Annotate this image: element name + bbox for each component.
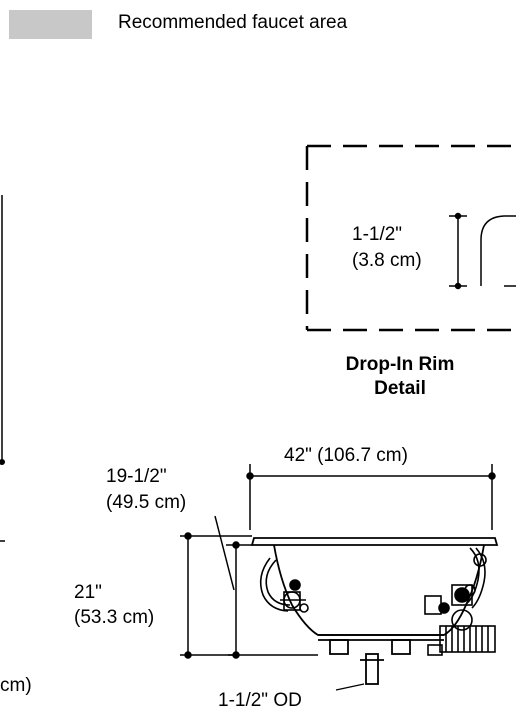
rim-height-in: 1-1/2" xyxy=(352,224,403,245)
od-leader-line xyxy=(335,683,365,691)
rim-height-dimension xyxy=(449,212,467,290)
rim-profile xyxy=(480,215,516,287)
cut-off-label: cm) xyxy=(0,675,32,696)
height-cm-label: (53.3 cm) xyxy=(74,607,155,628)
width-label: 42" (106.7 cm) xyxy=(284,445,408,466)
rim-detail-box xyxy=(305,144,516,332)
height-dimension xyxy=(180,532,252,659)
depth-in-label: 19-1/2" xyxy=(106,466,167,487)
tub-body xyxy=(250,537,499,685)
left-pump-assembly xyxy=(259,557,309,613)
drain-od-label: 1-1/2" OD xyxy=(218,690,302,711)
width-dimension xyxy=(246,464,496,530)
left-view-dimension-dot xyxy=(0,459,5,465)
rim-detail-title-2: Detail xyxy=(374,378,426,399)
faucet-area-swatch xyxy=(9,10,92,39)
right-pump-assembly xyxy=(424,547,496,656)
depth-dimension xyxy=(214,515,318,659)
height-in-label: 21" xyxy=(74,582,102,603)
legend-label: Recommended faucet area xyxy=(118,12,348,33)
rim-detail-title-1: Drop-In Rim xyxy=(345,354,455,375)
rim-height-cm: (3.8 cm) xyxy=(352,250,422,271)
depth-cm-label: (49.5 cm) xyxy=(106,492,187,513)
